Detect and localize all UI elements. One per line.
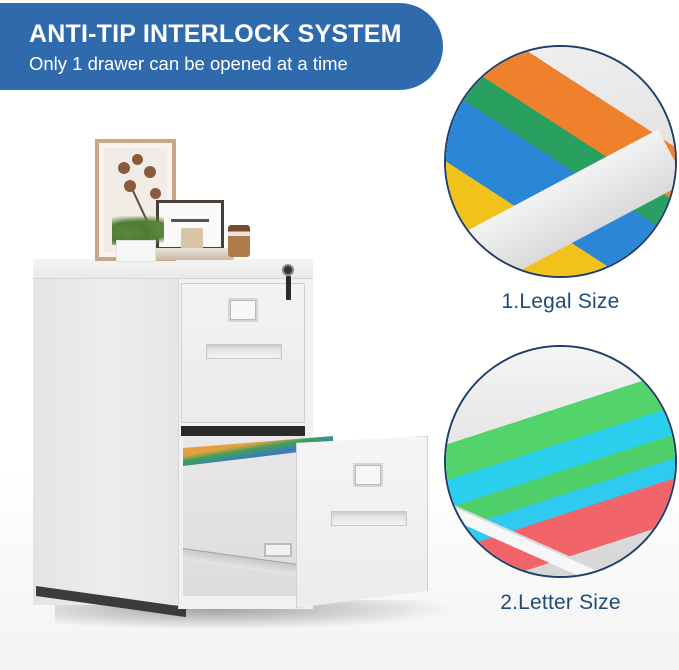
plant-pot	[116, 240, 156, 262]
leaf-icon	[144, 166, 156, 178]
leaf-icon	[132, 154, 143, 165]
cabinet-side-panel	[33, 259, 181, 605]
drawer-handle	[331, 511, 407, 526]
bottom-drawer-open	[296, 436, 428, 608]
banner-subtitle: Only 1 drawer can be opened at a time	[29, 53, 348, 74]
label-holder-icon	[228, 298, 258, 322]
leaf-icon	[118, 162, 130, 174]
banner-title: ANTI-TIP INTERLOCK SYSTEM	[29, 20, 402, 48]
leaf-icon	[150, 188, 161, 199]
candle	[181, 228, 203, 250]
top-drawer-closed	[181, 283, 305, 423]
legal-size-caption: 1.Legal Size	[501, 290, 620, 313]
drawer-cavity	[181, 426, 305, 436]
follower-bracket	[264, 543, 292, 557]
leaf-icon	[124, 180, 136, 192]
letter-size-detail-circle	[444, 345, 677, 578]
key-icon	[286, 276, 291, 300]
feature-banner: ANTI-TIP INTERLOCK SYSTEM Only 1 drawer …	[0, 3, 443, 90]
letter-hanging-folders	[446, 347, 675, 576]
label-holder-icon	[353, 463, 383, 487]
drawer-handle	[206, 344, 282, 359]
cabinet-top	[33, 259, 313, 279]
lock-icon	[282, 264, 294, 276]
letter-size-caption: 2.Letter Size	[500, 591, 621, 614]
book-stack	[156, 248, 234, 260]
legal-size-detail-circle	[444, 45, 677, 278]
jar	[228, 225, 250, 257]
